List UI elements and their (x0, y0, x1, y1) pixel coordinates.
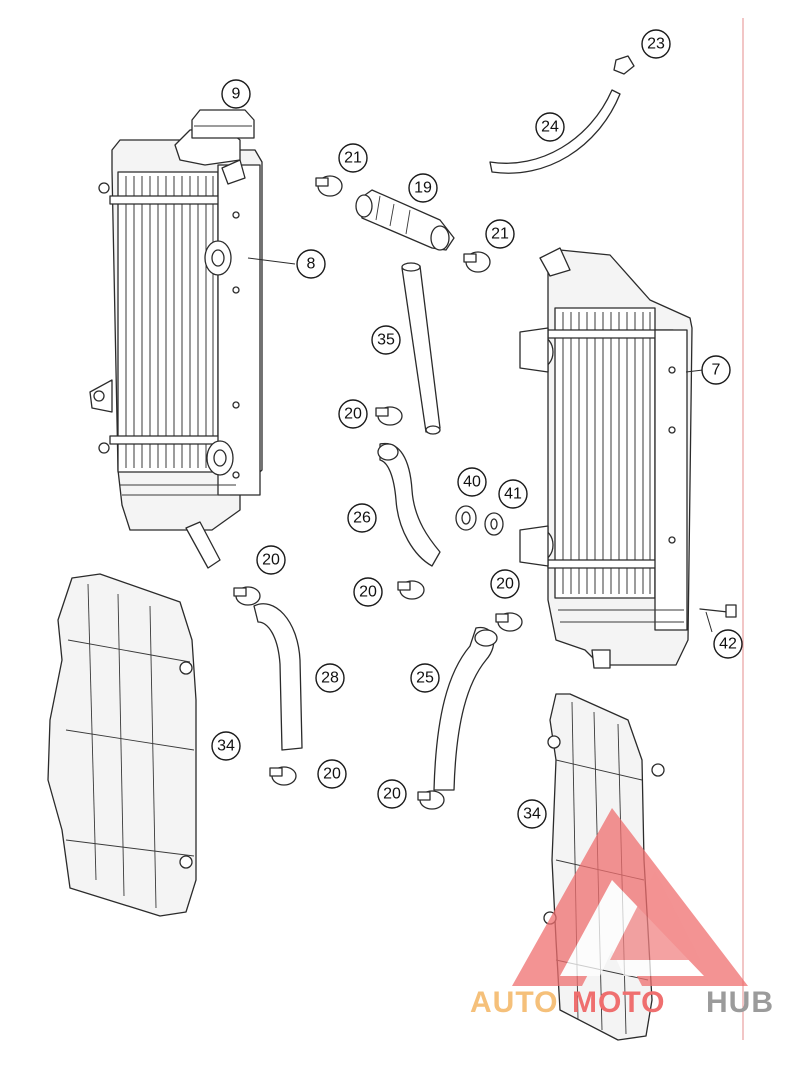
watermark-text-hub: HUB (706, 986, 774, 1019)
callout-8: 8 (296, 249, 326, 279)
callout-23: 23 (641, 29, 671, 59)
thermostat-fitting (355, 189, 455, 251)
watermark-text-auto: AUTO (470, 986, 558, 1019)
hose-28 (253, 603, 303, 751)
svg-text:34: 34 (523, 806, 541, 823)
hose-26 (377, 442, 441, 567)
callout-20-e: 20 (317, 759, 347, 789)
callout-40: 40 (457, 467, 487, 497)
hose-clamp-20-b (233, 586, 261, 606)
hose-clamp-20-e (269, 766, 297, 786)
callout-28: 28 (315, 663, 345, 693)
hose-clamp-20-f (417, 790, 445, 810)
watermark-logo (512, 808, 748, 986)
callout-41: 41 (498, 479, 528, 509)
callout-21-right: 21 (485, 219, 515, 249)
breather-hose (489, 89, 621, 174)
breather-fitting (613, 55, 635, 75)
left-radiator-fins (125, 176, 214, 468)
svg-text:20: 20 (359, 584, 377, 601)
svg-text:20: 20 (383, 786, 401, 803)
svg-text:24: 24 (541, 119, 559, 136)
leader-lines (247, 257, 713, 633)
hose-25 (433, 626, 498, 791)
grommet-40 (455, 505, 477, 531)
svg-text:42: 42 (719, 636, 737, 653)
svg-text:41: 41 (504, 486, 522, 503)
bolt-42 (699, 604, 737, 618)
callout-7: 7 (701, 355, 731, 385)
svg-text:26: 26 (353, 510, 371, 527)
callout-42: 42 (713, 629, 743, 659)
svg-text:20: 20 (323, 766, 341, 783)
svg-text:7: 7 (712, 362, 721, 379)
left-radiator (89, 127, 263, 569)
svg-text:21: 21 (344, 150, 362, 167)
callout-21-upper: 21 (338, 143, 368, 173)
svg-text:20: 20 (496, 576, 514, 593)
svg-text:20: 20 (262, 552, 280, 569)
svg-text:21: 21 (491, 226, 509, 243)
svg-text:34: 34 (217, 738, 235, 755)
hose-clamp-20-a (375, 406, 403, 426)
callout-26: 26 (347, 503, 377, 533)
right-radiator-fins (562, 312, 651, 594)
callout-25: 25 (410, 663, 440, 693)
callout-24: 24 (535, 112, 565, 142)
svg-text:35: 35 (377, 332, 395, 349)
callout-34-left: 34 (211, 731, 241, 761)
coolant-pipe-35 (401, 262, 441, 435)
radiator-cap (191, 109, 255, 139)
hose-clamp-21-upper (315, 175, 343, 197)
callout-20-d: 20 (490, 569, 520, 599)
callout-35: 35 (371, 325, 401, 355)
callout-9: 9 (221, 79, 251, 109)
callout-20-b: 20 (256, 545, 286, 575)
svg-text:28: 28 (321, 670, 339, 687)
hose-clamp-20-c (397, 580, 425, 600)
svg-text:19: 19 (414, 180, 432, 197)
svg-text:9: 9 (232, 86, 241, 103)
svg-text:40: 40 (463, 474, 481, 491)
svg-text:25: 25 (416, 670, 434, 687)
svg-text:8: 8 (307, 256, 316, 273)
washer-41 (484, 512, 504, 536)
svg-text:23: 23 (647, 36, 665, 53)
hose-clamp-20-d (495, 612, 523, 632)
right-radiator (519, 247, 693, 669)
left-radiator-guard (47, 573, 197, 917)
callout-20-a: 20 (338, 399, 368, 429)
callout-20-c: 20 (353, 577, 383, 607)
svg-text:20: 20 (344, 406, 362, 423)
callout-19: 19 (408, 173, 438, 203)
callout-34-right: 34 (517, 799, 547, 829)
watermark-triangle-core (610, 872, 700, 960)
watermark-text-moto: MOTO (572, 986, 665, 1019)
callout-20-f: 20 (377, 779, 407, 809)
hose-clamp-21-right (463, 251, 491, 273)
watermark-text: AUTO MOTO HUB (470, 986, 774, 1019)
